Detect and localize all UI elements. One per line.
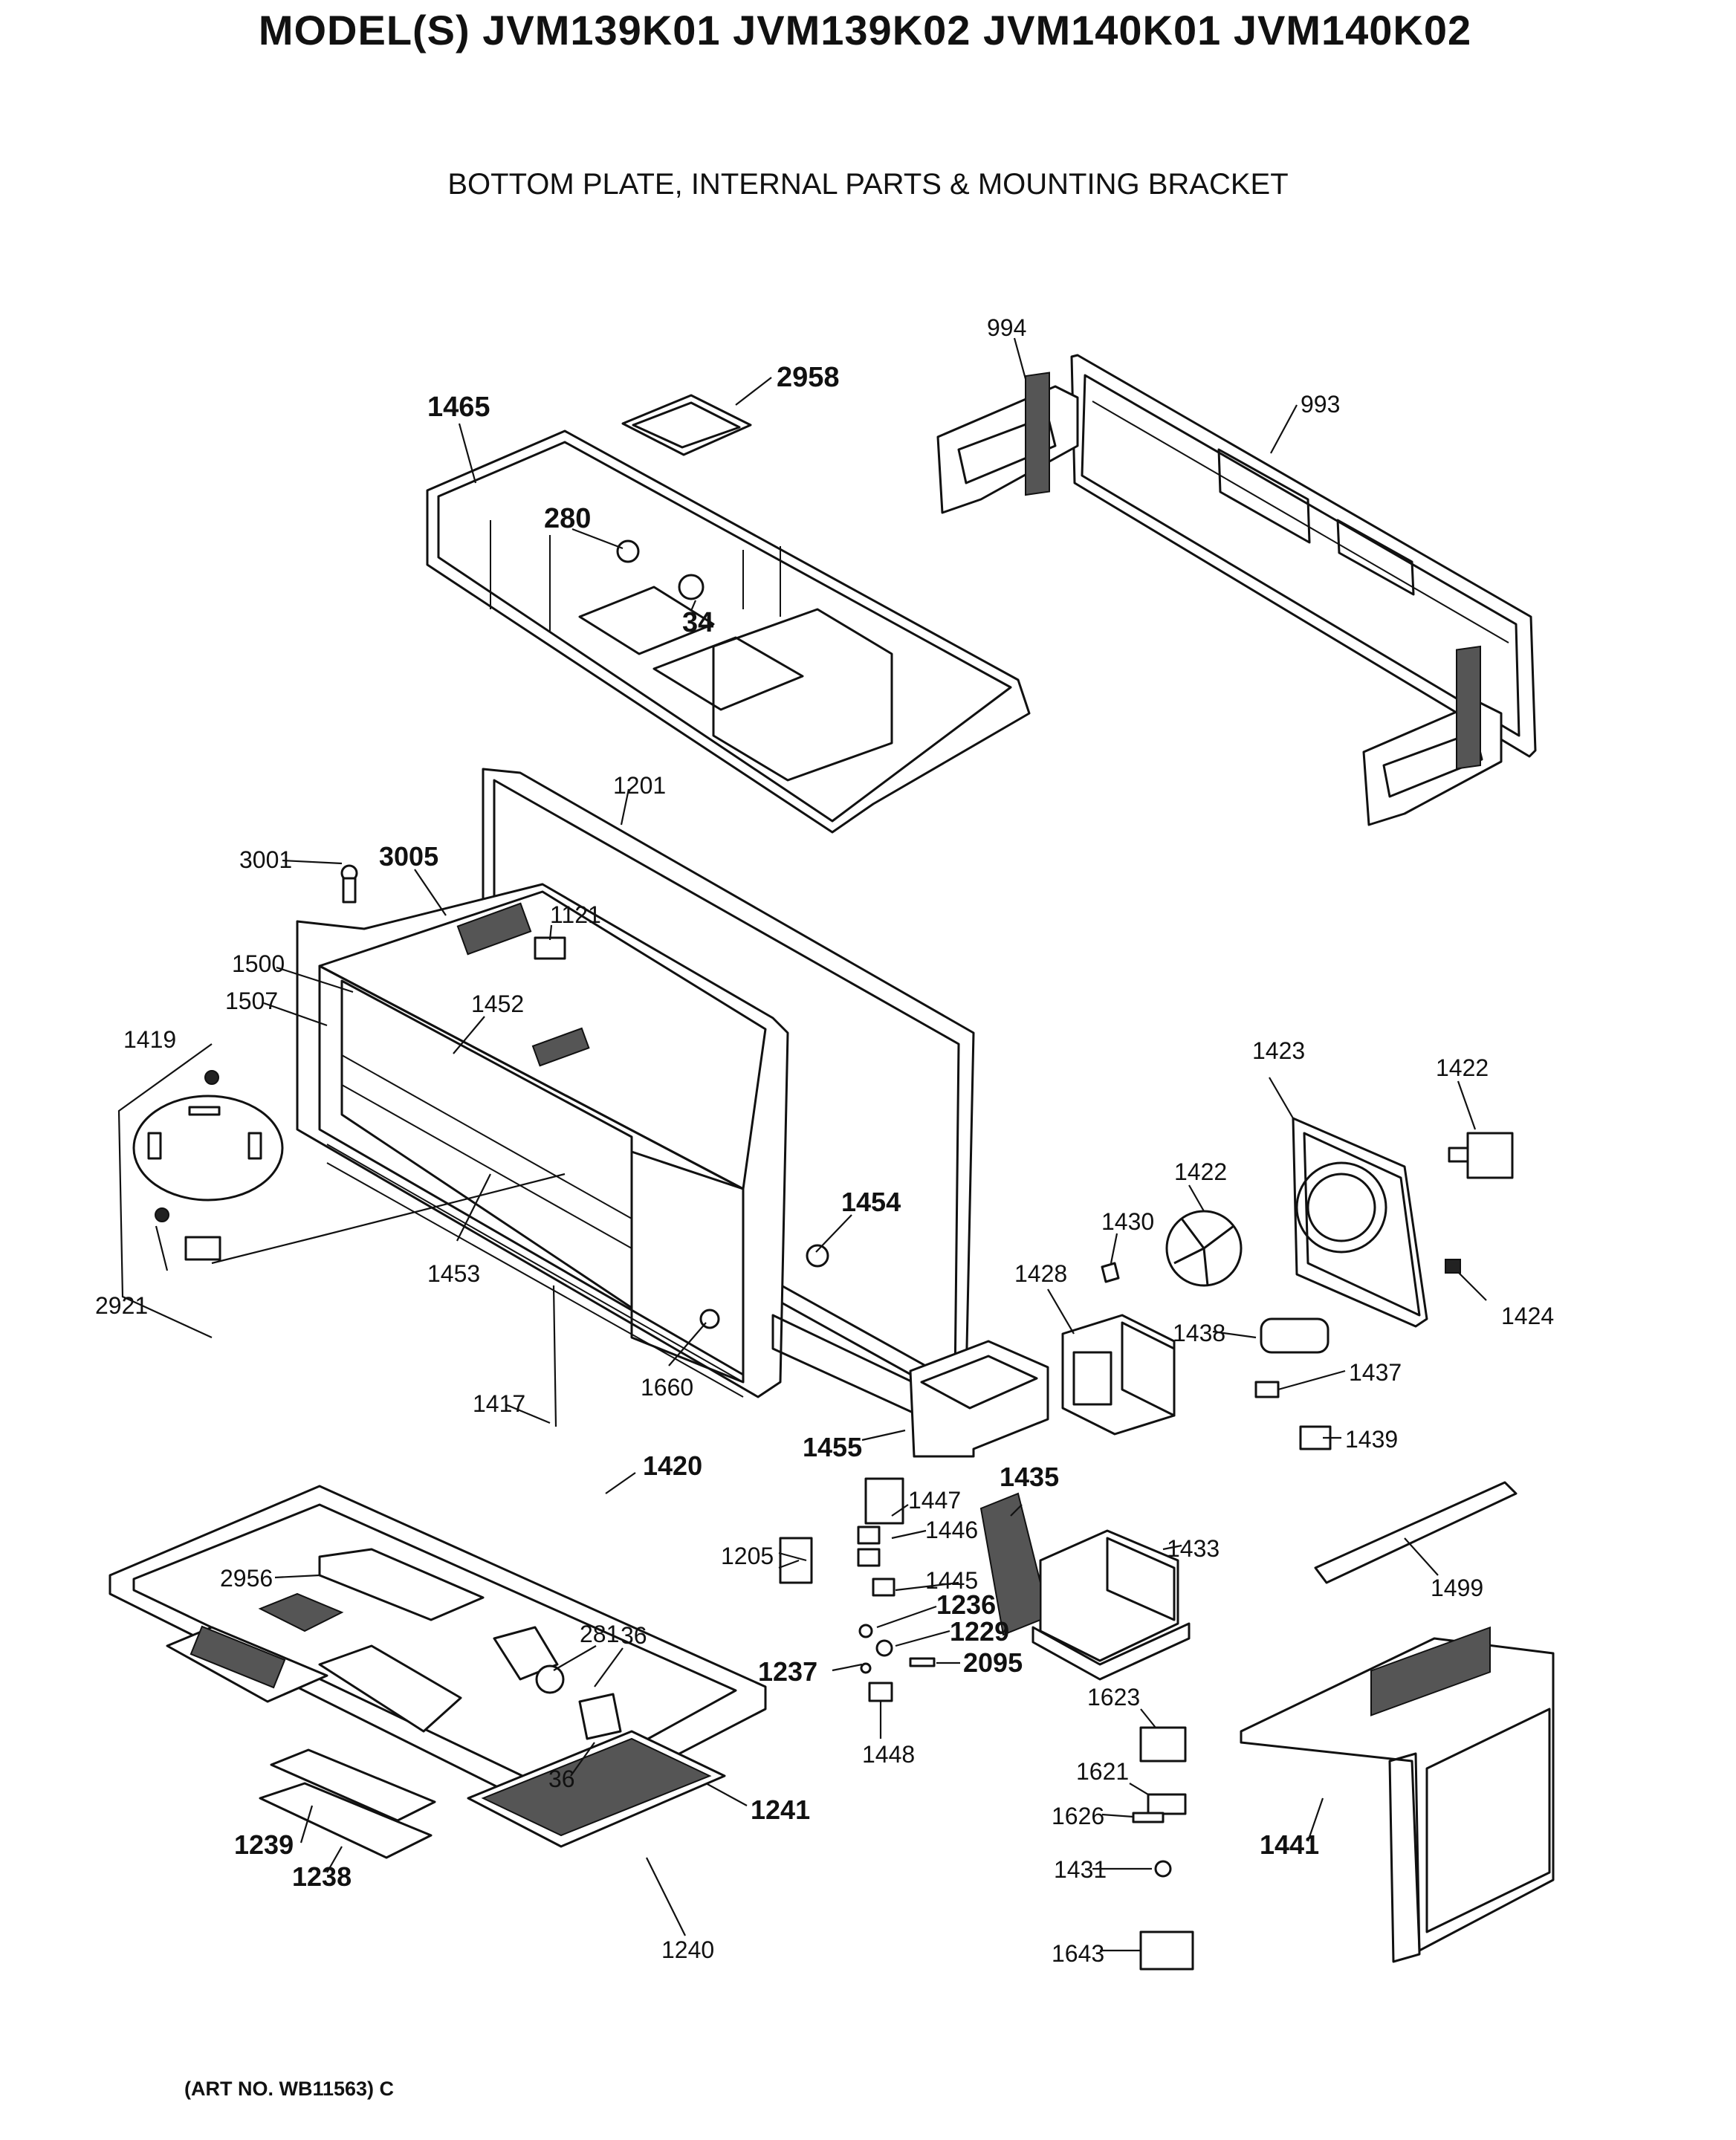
bottom-plate-drawing	[108, 1485, 767, 1859]
callout-1446: 1446	[925, 1517, 978, 1543]
fan-assembly-drawing	[1165, 1117, 1514, 1354]
callout-1417: 1417	[473, 1390, 525, 1417]
callout-2958: 2958	[777, 362, 840, 393]
callout-36: 36	[548, 1766, 575, 1792]
model-list-title: MODEL(S) JVM139K01 JVM139K02 JVM140K01 J…	[258, 7, 1472, 54]
callout-1448: 1448	[862, 1741, 915, 1768]
callout-36: 36	[621, 1622, 647, 1649]
callout-2956: 2956	[220, 1565, 273, 1592]
callout-1205: 1205	[721, 1543, 774, 1569]
callout-1441: 1441	[1260, 1829, 1319, 1860]
callout-1435: 1435	[1000, 1462, 1059, 1492]
callout-1454: 1454	[841, 1187, 901, 1217]
callout-993: 993	[1301, 391, 1340, 418]
callout-1240: 1240	[661, 1936, 714, 1963]
small-components-drawing	[1132, 1726, 1194, 1971]
callout-994: 994	[987, 314, 1026, 341]
callout-1424: 1424	[1501, 1303, 1554, 1329]
callout-281: 281	[580, 1621, 619, 1647]
callout-1431: 1431	[1054, 1856, 1107, 1883]
stirrer-assembly-drawing	[117, 1043, 566, 1338]
callout-1238: 1238	[292, 1861, 352, 1892]
callout-1455: 1455	[803, 1432, 862, 1462]
callout-1437: 1437	[1349, 1359, 1402, 1386]
callout-leader-lines	[155, 337, 1487, 1952]
callout-1422: 1422	[1436, 1054, 1489, 1081]
callout-1422: 1422	[1174, 1158, 1227, 1185]
callout-1428: 1428	[1014, 1260, 1067, 1287]
callout-2095: 2095	[963, 1647, 1023, 1678]
callout-1626: 1626	[1052, 1803, 1104, 1829]
transformer-drawing	[779, 1381, 1332, 1702]
magnetron-drawing	[909, 1262, 1176, 1458]
callout-1452: 1452	[471, 990, 524, 1017]
callout-1420: 1420	[643, 1450, 702, 1481]
callout-1430: 1430	[1101, 1208, 1154, 1235]
callout-34: 34	[682, 607, 713, 638]
callout-3005: 3005	[379, 841, 438, 872]
callout-1438: 1438	[1173, 1320, 1225, 1346]
callout-1239: 1239	[234, 1829, 294, 1860]
callout-1621: 1621	[1076, 1758, 1129, 1785]
callout-2921: 2921	[95, 1292, 148, 1319]
callout-labels: 994 993 2958 1465 280 34 1201 3001 3005 …	[95, 314, 1554, 1967]
callout-1241: 1241	[751, 1794, 810, 1825]
callout-1439: 1439	[1345, 1426, 1398, 1453]
art-number: (ART NO. WB11563) C	[184, 2078, 395, 2100]
callout-1623: 1623	[1087, 1684, 1140, 1711]
callout-1507: 1507	[225, 988, 278, 1014]
callout-280: 280	[544, 503, 591, 534]
callout-1643: 1643	[1052, 1940, 1104, 1967]
callout-1236: 1236	[936, 1589, 996, 1620]
callout-1445: 1445	[925, 1567, 978, 1594]
outer-case-drawing	[1240, 1481, 1555, 1963]
callout-1121: 1121	[550, 901, 601, 928]
oven-cavity-drawing	[296, 768, 975, 1428]
callout-1433: 1433	[1167, 1535, 1220, 1562]
callout-1237: 1237	[758, 1656, 817, 1687]
callout-1201: 1201	[613, 772, 666, 799]
callout-1419: 1419	[123, 1026, 176, 1053]
callout-1447: 1447	[908, 1487, 961, 1514]
callout-1465: 1465	[427, 392, 490, 423]
section-title: BOTTOM PLATE, INTERNAL PARTS & MOUNTING …	[447, 168, 1289, 201]
callout-1423: 1423	[1252, 1037, 1305, 1064]
mounting-bracket-drawing	[936, 354, 1537, 826]
callout-1500: 1500	[232, 950, 285, 977]
callout-1453: 1453	[427, 1260, 480, 1287]
callout-1499: 1499	[1431, 1575, 1483, 1601]
callout-3001: 3001	[239, 846, 292, 873]
callout-1229: 1229	[950, 1616, 1009, 1647]
callout-1660: 1660	[641, 1374, 693, 1401]
